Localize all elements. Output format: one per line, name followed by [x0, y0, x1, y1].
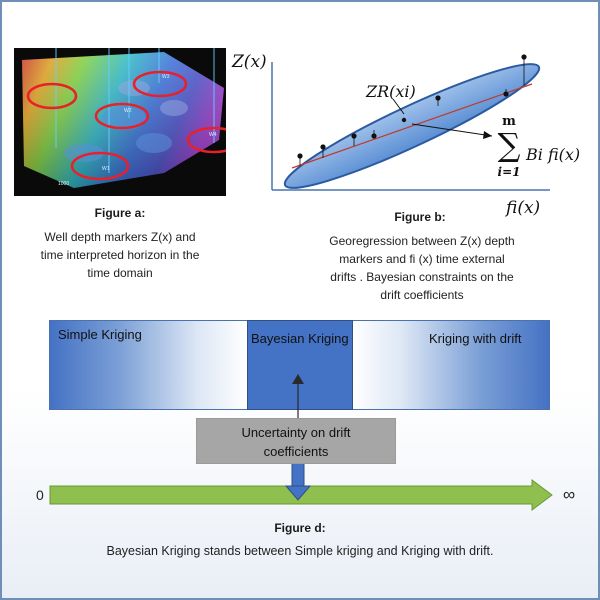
figure-a-caption: Well depth markers Z(x) and time interpr… — [14, 228, 226, 282]
bayesian-kriging-segment: Bayesian Kriging — [247, 320, 353, 410]
figure-b-caption-line: drift coefficients — [380, 288, 464, 302]
figure-d-caption: Bayesian Kriging stands between Simple k… — [106, 544, 494, 558]
x-axis-label: fi(x) — [506, 198, 541, 218]
figure-b-regression-plot — [230, 40, 590, 235]
uncertainty-line: coefficients — [263, 444, 329, 459]
figure-b-caption-line: markers and fi (x) time external — [339, 252, 505, 266]
figure-a-title: Figure a: — [94, 206, 146, 220]
figure-b-caption-line: Georegression between Z(x) depth — [329, 234, 515, 248]
uncertainty-line: Uncertainty on drift — [241, 425, 351, 440]
kriging-with-drift-label: Kriging with drift — [429, 331, 522, 346]
zr-label: ZR(xi) — [366, 82, 416, 101]
well-label-w2: W2 — [124, 108, 132, 114]
horizon-map-graphic: W3 W2 W4 W1 1000 — [22, 48, 226, 188]
kriging-spectrum-bar: Simple Kriging Bayesian Kriging Kriging … — [49, 320, 550, 410]
well-label-w3: W3 — [162, 74, 170, 80]
well-label-w4: W4 — [209, 132, 217, 138]
axis-and-pointer-graphic — [49, 374, 553, 511]
uncertainty-box: Uncertainty on drift coefficients — [196, 418, 396, 464]
figure-a-caption-line: time domain — [87, 266, 153, 280]
sum-upper-limit: m — [502, 114, 516, 129]
regression-line — [291, 83, 533, 169]
scale-label: 1000 — [58, 181, 69, 187]
axis-start-label: 0 — [36, 487, 44, 503]
sum-body: Bi fi(x) — [526, 145, 581, 164]
regression-graphic — [271, 54, 550, 191]
down-arrow-shaft — [291, 461, 305, 489]
figure-a-caption-line: time interpreted horizon in the — [40, 248, 200, 262]
sum-sigma-icon: ∑ — [497, 126, 521, 164]
axis-end-label: ∞ — [563, 485, 576, 504]
figure-b-caption: Georegression between Z(x) depth markers… — [290, 232, 554, 304]
figure-a-horizon-map: W3 W2 W4 W1 1000 — [14, 48, 226, 196]
bayesian-kriging-label: Bayesian Kriging — [251, 331, 349, 346]
sum-pointer — [411, 123, 493, 137]
sum-pointer-head — [483, 131, 492, 139]
figure-b-caption-line: drifts . Bayesian constraints on the — [330, 270, 514, 284]
kriging-with-drift-segment: Kriging with drift — [353, 320, 550, 410]
simple-kriging-segment: Simple Kriging — [49, 320, 247, 410]
sum-lower-limit: i=1 — [497, 165, 521, 179]
zr-pointer — [392, 98, 405, 115]
y-axis-label: Z(x) — [232, 52, 267, 72]
down-arrow-icon — [284, 485, 312, 501]
figure-d-title: Figure d: — [274, 521, 326, 535]
data-points — [297, 54, 527, 159]
figure-a-caption-line: Well depth markers Z(x) and — [44, 230, 196, 244]
pointer-up-icon — [292, 374, 304, 384]
figure-b-title: Figure b: — [394, 210, 446, 224]
simple-kriging-label: Simple Kriging — [58, 327, 142, 342]
well-label-w1: W1 — [102, 166, 110, 172]
